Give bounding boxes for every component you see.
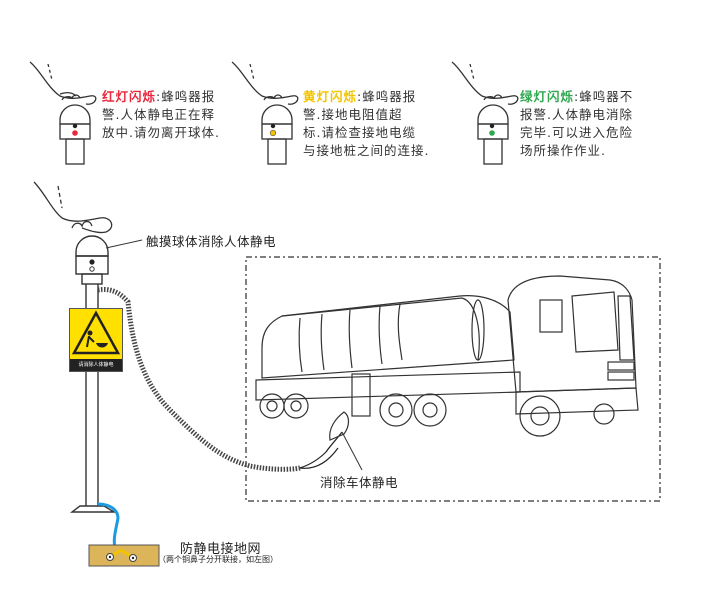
indicator-yellow-line-3: 标.请检查接地电缆	[303, 125, 416, 140]
touch-ball-pole	[69, 235, 117, 513]
indicator-dot-top	[72, 123, 78, 129]
indicator-yellow-line-4: 与接地桩之间的连接.	[303, 143, 430, 158]
indicator-red-line-3: 放中.请勿离开球体.	[102, 125, 220, 140]
ground-note-label: （两个铜鼻子分开联接，如左图）	[158, 555, 278, 564]
indicator-green-line-4: 场所操作作业.	[520, 143, 606, 158]
vehicle-static-label: 消除车体静电	[320, 475, 399, 490]
indicator-red-line-1: 蜂鸣器报	[161, 89, 216, 104]
pole-light-icon	[89, 266, 95, 272]
indicator-device-red	[29, 61, 97, 165]
indicator-green-line-3: 完毕.可以进入危险	[520, 125, 633, 140]
tanker-truck-illustration	[255, 275, 639, 437]
grounding-clamp-icon	[329, 411, 350, 441]
touch-ball-label: 触摸球体消除人体静电	[146, 234, 277, 249]
hand-icon	[33, 181, 113, 234]
warning-triangle-icon	[71, 310, 121, 355]
pole-dot-indicator	[89, 259, 95, 265]
touch-ball-leader-line	[105, 239, 143, 249]
indicator-yellow-title: 黄灯闪烁	[303, 89, 358, 104]
green-light-icon	[489, 130, 495, 136]
indicator-green-line-1: 蜂鸣器不	[579, 89, 634, 104]
indicator-dot-top	[270, 123, 276, 129]
indicator-yellow-line-2: 警.接地电阻值超	[303, 107, 403, 122]
indicator-dot-top	[489, 123, 495, 129]
indicator-yellow-text: 黄灯闪烁:蜂鸣器报 警.接地电阻值超 标.请检查接地电缆 与接地桩之间的连接.	[303, 89, 430, 158]
warning-sign: 请消除人体静电	[69, 308, 123, 372]
indicator-green-title: 绿灯闪烁	[520, 89, 575, 104]
ground-net-label: 防静电接地网	[180, 542, 262, 557]
indicator-red-line-2: 警.人体静电正在释	[102, 107, 215, 122]
ground-plate	[88, 544, 160, 567]
sign-caption: 请消除人体静电	[70, 359, 122, 371]
red-light-icon	[72, 130, 78, 136]
indicator-device-green	[451, 61, 519, 165]
clamp-wire	[299, 431, 343, 469]
yellow-light-icon	[269, 129, 277, 137]
indicator-red-text: 红灯闪烁:蜂鸣器报 警.人体静电正在释 放中.请勿离开球体.	[102, 89, 220, 140]
indicator-yellow-line-1: 蜂鸣器报	[362, 89, 417, 104]
clamp-wire	[299, 447, 339, 469]
indicator-green-text: 绿灯闪烁:蜂鸣器不 报警.人体静电消除 完毕.可以进入危险 场所操作作业.	[520, 89, 634, 158]
indicator-green-line-2: 报警.人体静电消除	[520, 107, 633, 122]
vehicle-leader-line	[341, 431, 363, 471]
vehicle-frame	[245, 256, 661, 502]
indicator-device-yellow	[231, 61, 299, 165]
indicator-red-title: 红灯闪烁	[102, 89, 157, 104]
